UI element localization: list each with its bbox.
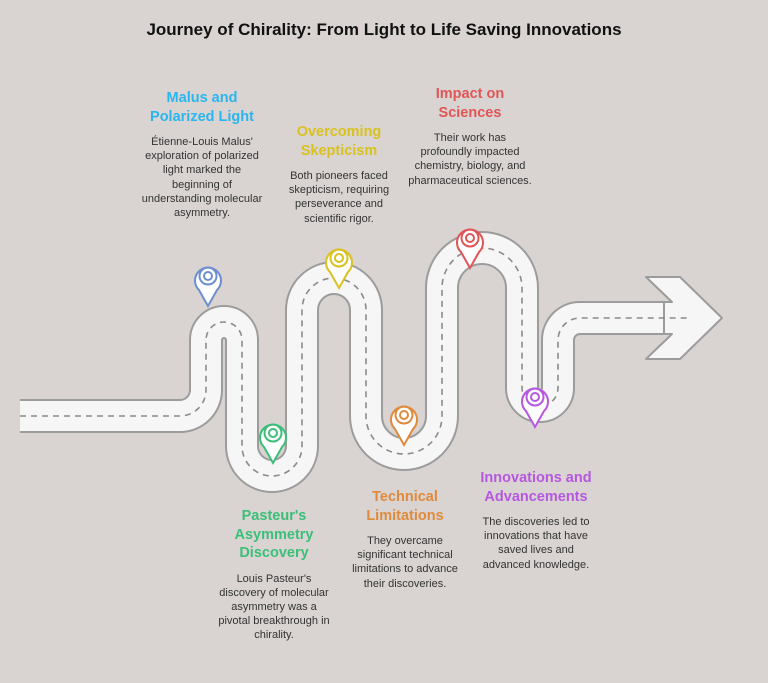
milestone-title: Malus and Polarized Light [150, 90, 254, 125]
milestone-title: Innovations and Advancements [480, 470, 592, 505]
milestone-title: Technical Limitations [366, 489, 444, 524]
milestone-title: Impact on Sciences [435, 86, 505, 121]
milestone-description: Étienne-Louis Malus' exploration of pola… [141, 136, 263, 220]
milestone-title: Pasteur's Asymmetry Discovery [234, 508, 314, 561]
diagram-title: Journey of Chirality: From Light to Life… [146, 20, 622, 39]
milestone-description: The discoveries led to innovations that … [482, 516, 590, 571]
milestone-malus: Malus and Polarized Light Étienne-Louis … [140, 89, 264, 220]
milestone-title: Overcoming Skepticism [296, 124, 382, 159]
milestone-pasteur: Pasteur's Asymmetry Discovery Louis Past… [215, 507, 333, 643]
location-pin-icon [194, 266, 222, 307]
road-surface [20, 233, 676, 491]
milestone-impact-on-sciences: Impact on Sciences Their work has profou… [407, 85, 533, 188]
milestone-description: Both pioneers faced skepticism, requirin… [288, 170, 390, 225]
milestone-innovations: Innovations and Advancements The discove… [476, 469, 596, 572]
milestone-skepticism: Overcoming Skepticism Both pioneers face… [276, 123, 402, 226]
milestone-description: Their work has profoundly impacted chemi… [408, 132, 532, 187]
milestone-description: Louis Pasteur's discovery of molecular a… [218, 572, 330, 642]
milestone-description: They overcame significant technical limi… [352, 535, 458, 590]
road-center-line [20, 247, 690, 477]
milestone-technical-limitations: Technical Limitations They overcame sign… [343, 488, 467, 591]
